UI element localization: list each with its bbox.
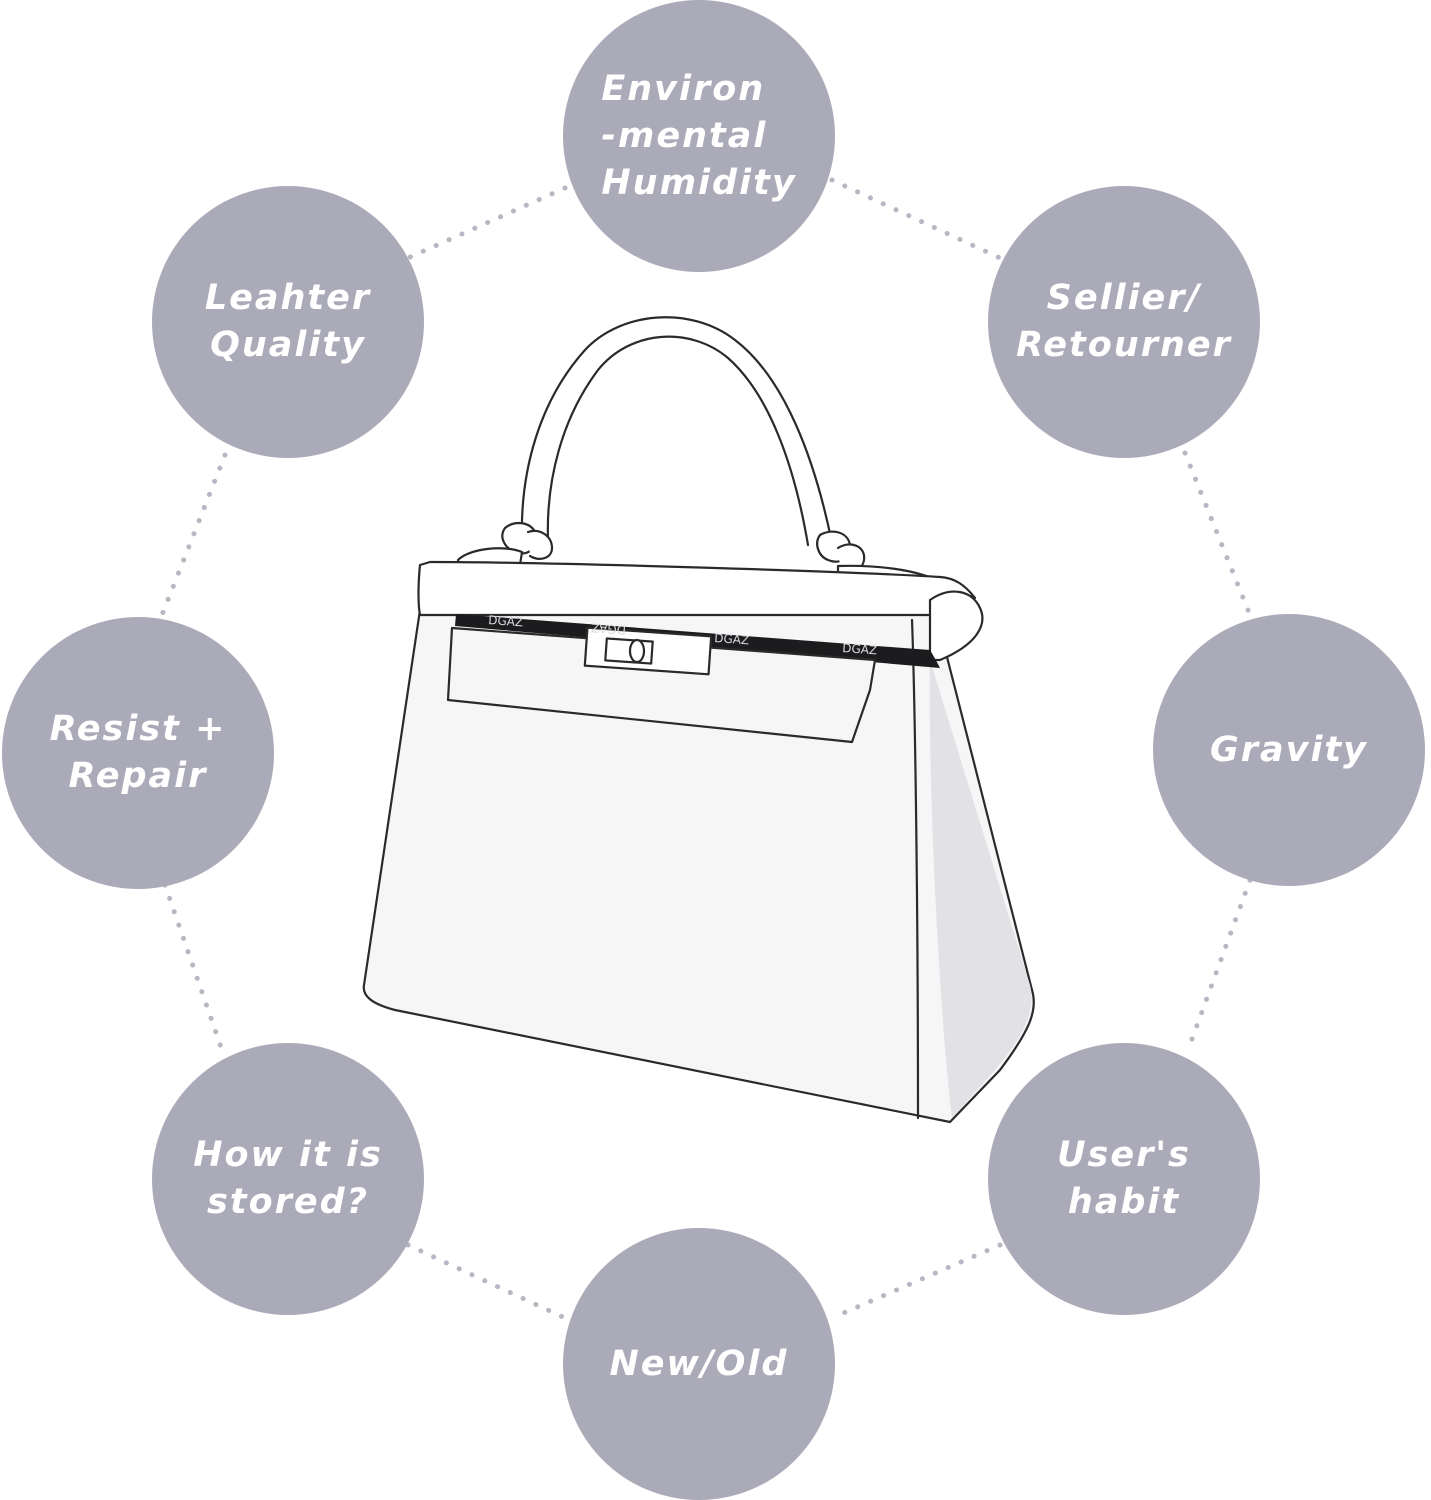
bag-handle	[520, 316, 834, 547]
bag-flap	[417, 560, 977, 617]
bag-gusset	[929, 660, 1032, 1118]
bag-lock-turn	[628, 638, 646, 664]
insert-brand-marks: DGAZ DGAZ DGAZ DGAZ	[488, 613, 878, 657]
factor-circle-user-habit: User's habit	[988, 1043, 1260, 1315]
bag-flap-right	[928, 590, 984, 662]
connector-humidity-sellier	[829, 177, 1003, 261]
factor-label-gravity: Gravity	[1210, 729, 1368, 770]
factor-label-leather-quality: Leahter Quality	[204, 278, 372, 365]
dotted-connectors	[157, 177, 1253, 1321]
connector-stored-newold	[405, 1242, 568, 1321]
insert-brand-1: DGAZ	[488, 613, 524, 629]
factor-label-sellier-retourner: Sellier/ Retourner	[1016, 278, 1232, 365]
connector-habit-newold	[829, 1242, 1003, 1321]
factor-label-new-old: New/Old	[609, 1343, 789, 1384]
connector-leather-resist	[157, 452, 228, 623]
factor-circle-gravity: Gravity	[1153, 614, 1425, 886]
bag-front-flap-panel	[446, 626, 877, 744]
handbag-illustration	[362, 316, 1035, 1124]
factor-circle-sellier-retourner: Sellier/ Retourner	[988, 186, 1260, 458]
insert-brand-4: DGAZ	[842, 641, 878, 657]
connector-resist-stored	[162, 882, 225, 1053]
factor-circle-resist-repair: Resist + Repair	[2, 617, 274, 889]
factor-label-user-habit: User's habit	[1057, 1135, 1191, 1222]
bag-left-buckle-2	[526, 529, 554, 560]
factor-label-humidity: Environ -mental Humidity	[601, 68, 797, 203]
connector-gravity-habit	[1185, 877, 1253, 1053]
factor-circle-humidity: Environ -mental Humidity	[563, 0, 835, 272]
insert-brand-3: DGAZ	[714, 631, 750, 647]
connector-humidity-leather	[405, 185, 568, 261]
insert-brand-2: DGAZ	[591, 621, 627, 637]
factor-label-storage: How it is stored?	[193, 1135, 383, 1222]
factor-circle-storage: How it is stored?	[152, 1043, 424, 1315]
factor-circle-new-old: New/Old	[563, 1228, 835, 1500]
connector-sellier-gravity	[1182, 450, 1253, 618]
factor-label-resist-repair: Resist + Repair	[49, 709, 227, 796]
factor-circle-leather-quality: Leahter Quality	[152, 186, 424, 458]
bag-body	[362, 608, 1035, 1124]
